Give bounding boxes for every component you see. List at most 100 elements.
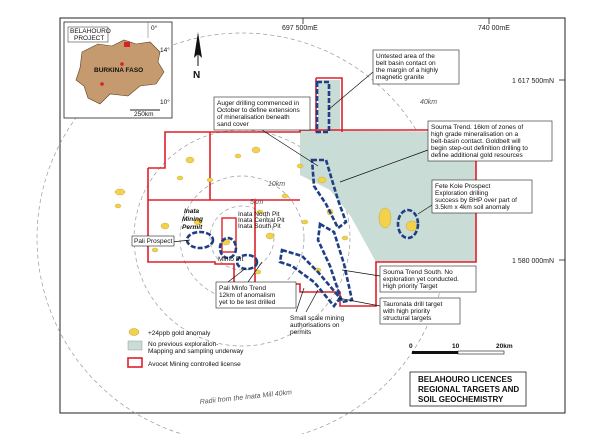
callout-line: success by BHP over part of (435, 197, 517, 204)
target-untested (315, 80, 331, 134)
inset-lat-top: 14° (160, 46, 170, 54)
callout-line: 3.5km x 4km soil anomaly (435, 204, 511, 211)
callout-pali-minfo: Pali Minfo Trend 12km of anomalism yet t… (215, 281, 297, 309)
inset-project-label: BELAHOURO (70, 28, 111, 35)
callout-line: magnetic granite (376, 74, 424, 81)
gold-anomaly (176, 175, 184, 181)
coord-top-2: 740 00mE (478, 25, 510, 32)
callout-line: of mineralisation beneath (217, 114, 290, 121)
leader-souma-south (341, 269, 381, 277)
leader-auger (261, 129, 319, 167)
north-label: N (193, 70, 200, 81)
gold-anomaly (281, 193, 289, 199)
callout-line: belt basin contact on (376, 60, 436, 67)
project-location-marker (124, 42, 130, 47)
scale-bar-zero: 0 (409, 343, 413, 350)
callout-line: Souma Trend South. No (383, 269, 453, 276)
gold-anomaly (114, 203, 122, 209)
gold-anomaly (160, 222, 170, 230)
scale-bar-segment (457, 350, 505, 355)
target-souma-south (316, 221, 354, 304)
gold-anomaly (265, 232, 275, 240)
north-arrow-icon (194, 32, 202, 58)
callout-line: Untested area of the (376, 53, 435, 60)
target-fete-kole (396, 208, 420, 240)
gold-anomaly (206, 177, 214, 183)
callout-line: yet to be test drilled (219, 299, 276, 306)
inset-project-label-2: PROJECT (74, 35, 104, 42)
target-tauronata (278, 248, 342, 309)
legend-gold-swatch (128, 328, 140, 336)
callout-auger: Auger drilling commenced in October to d… (213, 96, 311, 131)
inata-central-pit: Inata Central Pit (238, 217, 285, 224)
callout-line: sand cover (217, 121, 250, 128)
legend-exploration-swatch (127, 340, 143, 351)
inata-permit-label-2: Mining (182, 216, 203, 223)
callout-line: the margin of a highly (376, 67, 439, 74)
inset-scale-label: 250km (134, 111, 154, 118)
coord-right-2: 1 580 000mN (512, 258, 554, 265)
target-pali-mid (218, 236, 238, 260)
title-line-1: BELAHOURO LICENCES (418, 375, 513, 384)
priority-targets (185, 80, 420, 309)
license-north (316, 77, 343, 132)
callout-line: belt-basin contact. Goldbelt will (431, 138, 521, 145)
callout-box (379, 297, 461, 325)
gold-anomaly (234, 153, 242, 159)
gold-anomaly (114, 188, 126, 196)
leader-pali-minfo (227, 267, 247, 283)
leader-souma (339, 149, 429, 183)
pali-prospect-label: Pali Prospect (134, 238, 172, 245)
callout-tauronata: Tauronata drill target with high priorit… (379, 297, 461, 325)
scale-bar: 0 10 20km (409, 343, 513, 355)
callout-line: October to define extensions (217, 107, 300, 114)
callout-line: high grade mineralisation on a (431, 131, 518, 138)
callout-box (131, 235, 175, 247)
legend-gold-label: +24ppb gold anomaly (148, 330, 211, 337)
callout-line: High priority Target (383, 283, 438, 290)
ring-label-5km: 5km (250, 199, 263, 206)
legend-exploration-label-2: Mapping and sampling underway (148, 348, 244, 355)
leader-small-scale (295, 287, 305, 313)
callout-line: 12km of anomalism (219, 292, 275, 299)
inset-lat-bottom: 10° (160, 98, 170, 106)
callout-line: Auger drilling commenced in (217, 100, 299, 107)
callout-line: Pali Minfo Trend (219, 285, 266, 292)
gold-anomaly (378, 207, 392, 229)
gold-anomaly (405, 220, 419, 232)
callout-box (431, 179, 533, 214)
gold-anomaly (301, 219, 309, 225)
legend-license-label: Avocet Mining controlled license (148, 361, 241, 368)
leader-lines (171, 71, 433, 313)
scale-bar-end: 20km (496, 343, 513, 350)
ring-label-10km: 10km (268, 181, 285, 188)
callout-line: with high priority (382, 308, 431, 315)
gold-anomaly (251, 146, 261, 154)
north-arrow: N (193, 32, 202, 81)
gold-anomaly (193, 218, 203, 226)
scale-bar-mid: 10 (452, 343, 460, 350)
callout-line: Small scale mining (290, 315, 345, 322)
inata-permit-label: Inata (184, 208, 200, 215)
callout-fete-kole: Fete Kole Prospect Exploration drilling … (431, 179, 533, 214)
target-pali-minfo (235, 253, 259, 271)
leader-pali-minfo-2 (247, 261, 263, 283)
city-marker (120, 62, 124, 66)
callout-box (213, 96, 311, 131)
callout-line: Tauronata drill target (383, 301, 442, 308)
callout-box (379, 265, 477, 293)
leader-pali (171, 239, 191, 243)
leader-small-scale-2 (305, 289, 319, 313)
leader-untested (327, 71, 374, 111)
coord-top-1: 697 500mE (282, 25, 318, 32)
license-boundaries (147, 77, 477, 307)
gold-anomaly (341, 235, 349, 241)
callout-box (215, 281, 297, 309)
callout-line: exploration yet conducted. (383, 276, 459, 283)
leader-fete (417, 204, 433, 215)
callout-line: Fete Kole Prospect (435, 183, 490, 190)
inset-map: BELAHOURO PROJECT BURKINA FASO 14° 10° 0… (63, 21, 173, 119)
gold-anomaly (256, 209, 264, 215)
callout-small-scale: Small scale mining authorisations on per… (290, 315, 345, 336)
callout-line: permits (290, 329, 312, 336)
